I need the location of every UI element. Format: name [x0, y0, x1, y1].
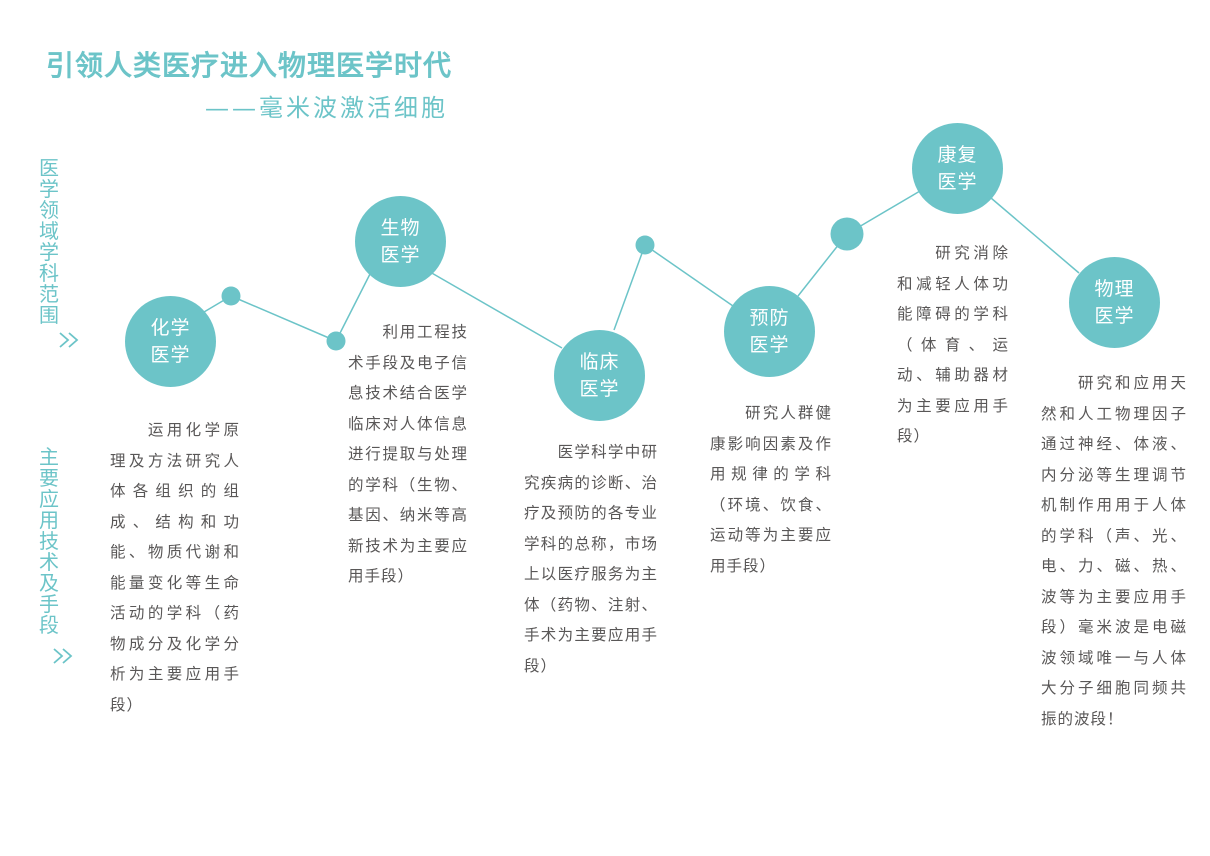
node-rehab-label: 康复医学	[937, 143, 978, 193]
description-chem: 运用化学原理及方法研究人体各组织的组成、结构和功能、物质代谢和能量变化等生命活动…	[110, 421, 240, 714]
description-prevent: 研究人群健康影响因素及作用规律的学科（环境、饮食、运动等为主要应用手段）	[710, 404, 832, 575]
node-bio-label: 生物医学	[380, 216, 421, 266]
node-chem: 化学医学	[125, 296, 216, 387]
connector-line	[613, 244, 646, 331]
description-clinical: 医学科学中研究疾病的诊断、治疗及预防的各专业学科的总称，市场上以医疗服务为主体（…	[524, 443, 658, 675]
description-physics: 研究和应用天然和人工物理因子通过神经、体液、内分泌等生理调节机制作用用于人体的学…	[1041, 374, 1187, 728]
node-bio: 生物医学	[355, 196, 446, 287]
connector-line	[230, 295, 337, 342]
junction-dot	[326, 331, 346, 351]
page-title: 引领人类医疗进入物理医学时代	[46, 49, 453, 82]
connector-line	[644, 244, 734, 307]
side-label-methods: 主要应用技术及手段	[39, 445, 59, 637]
connector-line	[990, 197, 1080, 274]
junction-dot	[635, 235, 655, 255]
node-physics-label: 物理医学	[1094, 277, 1135, 327]
description-bio: 利用工程技术手段及电子信息技术结合医学临床对人体信息进行提取与处理的学科（生物、…	[348, 323, 468, 585]
node-rehab: 康复医学	[912, 123, 1003, 214]
junction-dot	[221, 286, 241, 306]
double-chevron-icon	[59, 332, 79, 348]
double-chevron-icon	[53, 648, 73, 664]
side-label-scope: 医学领域学科范围	[39, 156, 59, 327]
connector-line	[429, 271, 563, 349]
node-physics: 物理医学	[1069, 257, 1160, 348]
description-rehab: 研究消除和减轻人体功能障碍的学科（体育、运动、辅助器材为主要应用手段）	[897, 244, 1009, 445]
connector-line	[335, 273, 371, 342]
node-prevent-label: 预防医学	[749, 306, 790, 356]
node-clinical-label: 临床医学	[579, 350, 620, 400]
node-prevent: 预防医学	[724, 286, 815, 377]
node-clinical: 临床医学	[554, 330, 645, 421]
page-subtitle: ——毫米波激活细胞	[205, 94, 448, 122]
junction-dot	[830, 217, 864, 251]
node-chem-label: 化学医学	[150, 316, 191, 366]
